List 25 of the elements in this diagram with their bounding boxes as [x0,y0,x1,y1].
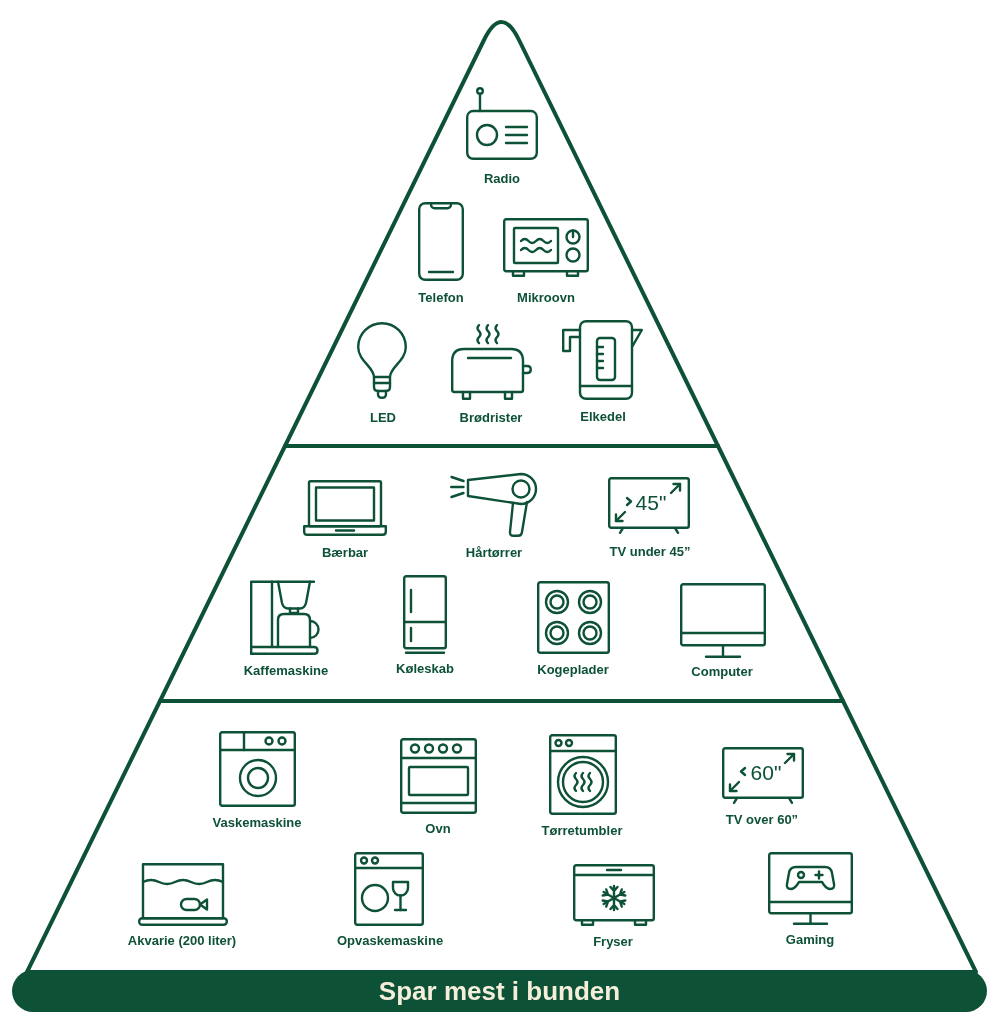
appliance-label: Køleskab [396,661,454,677]
appliance-label: TV under 45” [609,544,691,560]
appliance-label: Ovn [425,821,451,837]
banner-bar [12,970,987,1012]
appliance-label: Akvarie (200 liter) [127,933,237,949]
appliance-label: Radio [483,171,521,187]
appliance-label: Vaskemaskine [212,815,302,831]
appliance-label: Brødrister [459,410,523,426]
appliance-label: Kaffemaskine [243,663,329,679]
appliance-label: Tørretumbler [541,823,623,839]
screen-size-text: 45" [635,491,667,513]
appliance-label: Gaming [785,932,835,948]
appliance-label: Telefon [418,290,464,306]
appliance-label: Opvaskemaskine [336,933,444,949]
appliance-label: Hårtørrer [465,545,523,561]
appliance-label: TV over 60” [725,812,799,828]
appliance-label: Bærbar [321,545,369,561]
screen-size-text: 60" [750,761,782,783]
banner-text: Spar mest i bunden [378,978,621,1004]
appliance-label: Computer [691,664,753,680]
appliance-label: LED [370,410,396,426]
appliance-label: Mikroovn [517,290,575,306]
appliance-label: Fryser [593,934,633,950]
appliance-label: Kogeplader [537,662,609,678]
appliance-label: Elkedel [580,409,626,425]
